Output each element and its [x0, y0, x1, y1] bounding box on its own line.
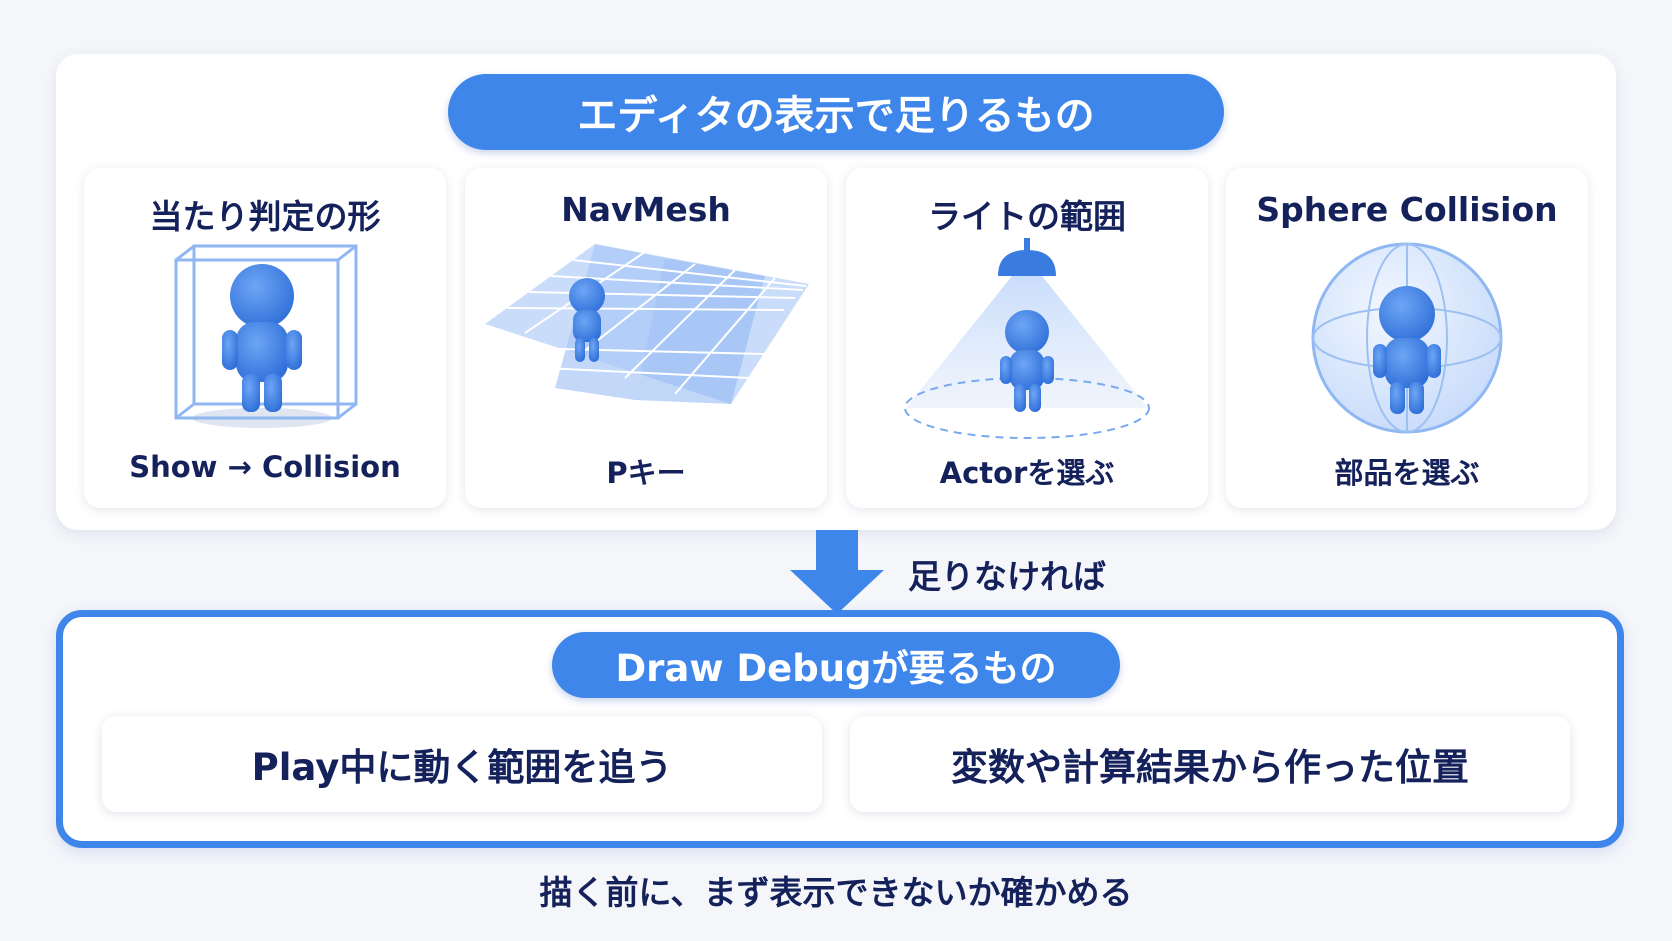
card-collision: 当たり判定の形 Show → Collision	[84, 168, 446, 508]
navmesh-grid-icon	[485, 244, 809, 404]
collision-box-icon	[174, 244, 358, 428]
footer-note: 描く前に、まず表示できないか確かめる	[539, 873, 1133, 912]
card-caption: 部品を選ぶ	[1334, 456, 1480, 490]
card-title: NavMesh	[561, 190, 731, 229]
card-caption: Show → Collision	[129, 450, 401, 484]
top-section-title: エディタの表示で足りるもの	[448, 74, 1224, 150]
card-sphere: Sphere Collision 部品を選ぶ	[1226, 168, 1588, 508]
card-caption: Actorを選ぶ	[939, 456, 1115, 490]
card-navmesh: NavMesh Pキー	[465, 168, 827, 508]
card-light: ライトの範囲 Actorを選ぶ	[846, 168, 1208, 508]
card-title: ライトの範囲	[928, 197, 1126, 236]
transition-label: 足りなければ	[908, 557, 1106, 596]
card-title: Sphere Collision	[1256, 190, 1558, 229]
card-title: 当たり判定の形	[149, 197, 381, 236]
draw-debug-item: 変数や計算結果から作った位置	[850, 716, 1570, 812]
draw-debug-item: Play中に動く範囲を追う	[102, 716, 822, 812]
collision-sphere-icon	[1311, 242, 1503, 434]
spotlight-cone-icon	[904, 238, 1150, 439]
card-caption: Pキー	[606, 456, 686, 490]
arrow-down-icon	[790, 530, 884, 614]
bottom-section-title: Draw Debugが要るもの	[552, 632, 1120, 698]
